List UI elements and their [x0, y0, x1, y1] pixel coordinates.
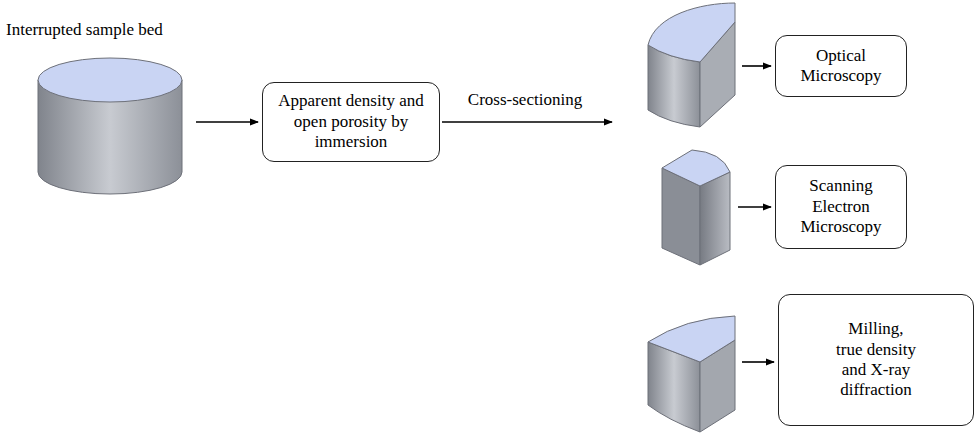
half-piece — [648, 3, 735, 127]
box-text: Scanning Electron Microscopy — [786, 176, 896, 237]
process-box: Scanning Electron Microscopy — [775, 165, 907, 249]
flow-arrow — [738, 206, 771, 208]
box-text: Optical Microscopy — [786, 46, 896, 87]
process-box: Apparent density and open porosity by im… — [262, 82, 440, 161]
sample-cylinder — [38, 58, 182, 194]
flow-arrow — [196, 121, 258, 123]
quarter-piece — [648, 316, 735, 432]
quarter-piece — [662, 150, 730, 265]
process-box: Optical Microscopy — [775, 35, 907, 97]
flow-arrow — [742, 65, 771, 67]
annotation-label: Interrupted sample bed — [6, 20, 163, 40]
flow-arrow — [742, 361, 774, 363]
flow-arrow — [442, 121, 612, 123]
annotation-label: Cross-sectioning — [468, 90, 582, 110]
box-text: Apparent density and open porosity by im… — [276, 91, 426, 152]
box-text: Milling, true density and X-ray diffract… — [834, 319, 918, 401]
process-box: Milling, true density and X-ray diffract… — [778, 294, 974, 426]
